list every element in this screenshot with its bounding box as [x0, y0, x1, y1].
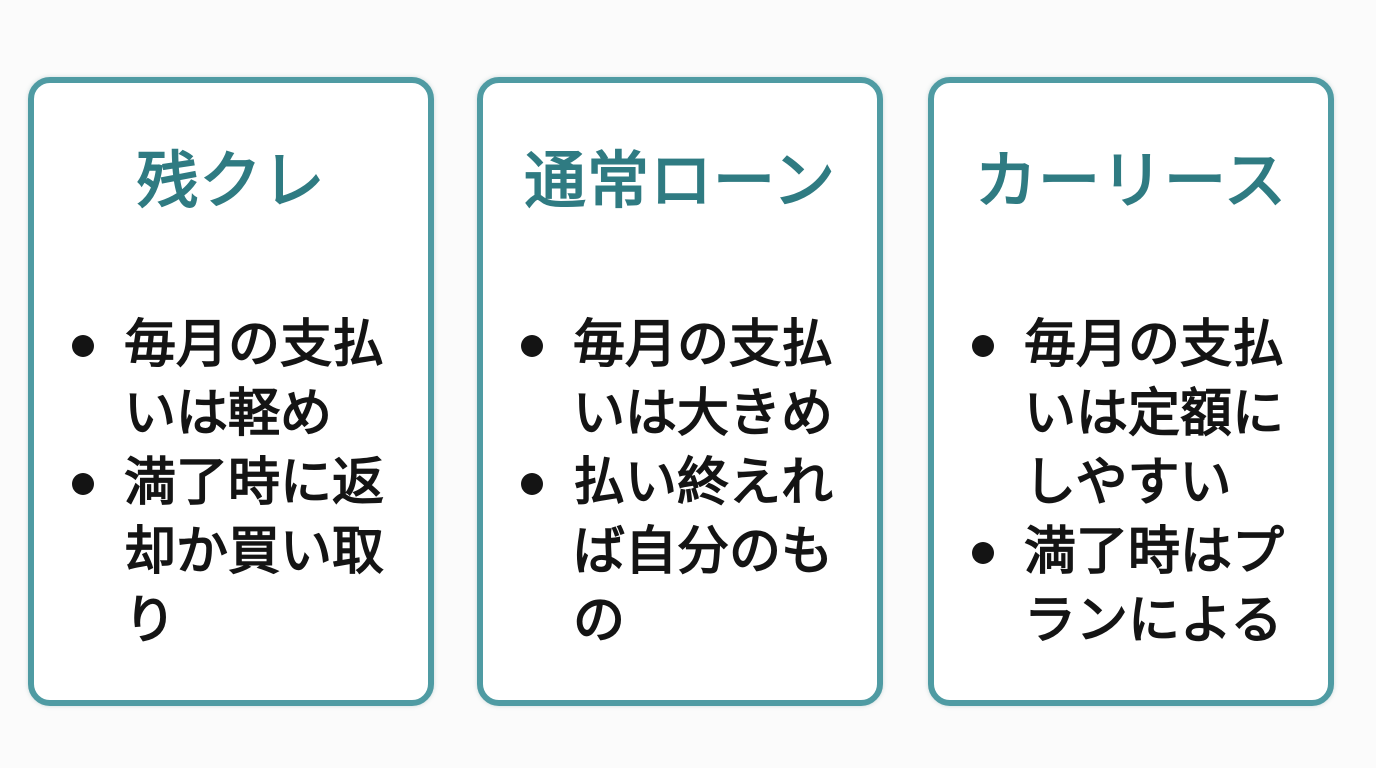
- list-item-text: 満了時はプランによる: [1024, 522, 1285, 651]
- list-item-text: 毎月の支払いは大きめ: [573, 315, 834, 444]
- list-item: 満了時に返却か買い取り: [68, 449, 408, 656]
- card-loan: 通常ローン 毎月の支払いは大きめ 払い終えれば自分のもの: [477, 77, 883, 706]
- bullet-icon: [72, 335, 94, 357]
- list-item: 毎月の支払いは大きめ: [517, 311, 857, 449]
- list-item: 毎月の支払いは軽め: [68, 311, 408, 449]
- card-title: 通常ローン: [524, 144, 836, 217]
- bullet-icon: [521, 473, 543, 495]
- bullet-list: 毎月の支払いは軽め 満了時に返却か買い取り: [68, 311, 408, 656]
- bullet-list: 毎月の支払いは定額にしやすい 満了時はプランによる: [968, 311, 1308, 656]
- bullet-icon: [521, 335, 543, 357]
- list-item: 満了時はプランによる: [968, 518, 1308, 656]
- bullet-icon: [972, 542, 994, 564]
- list-item-text: 毎月の支払いは軽め: [124, 315, 385, 444]
- card-title: 残クレ: [136, 144, 326, 217]
- list-item: 毎月の支払いは定額にしやすい: [968, 311, 1308, 518]
- card-zanku: 残クレ 毎月の支払いは軽め 満了時に返却か買い取り: [28, 77, 434, 706]
- list-item: 払い終えれば自分のもの: [517, 449, 857, 656]
- list-item-text: 満了時に返却か買い取り: [124, 453, 385, 651]
- bullet-list: 毎月の支払いは大きめ 払い終えれば自分のもの: [517, 311, 857, 656]
- card-title: カーリース: [975, 144, 1287, 217]
- bullet-icon: [72, 473, 94, 495]
- list-item-text: 毎月の支払いは定額にしやすい: [1024, 315, 1285, 513]
- list-item-text: 払い終えれば自分のもの: [573, 453, 834, 651]
- card-lease: カーリース 毎月の支払いは定額にしやすい 満了時はプランによる: [928, 77, 1334, 706]
- bullet-icon: [972, 335, 994, 357]
